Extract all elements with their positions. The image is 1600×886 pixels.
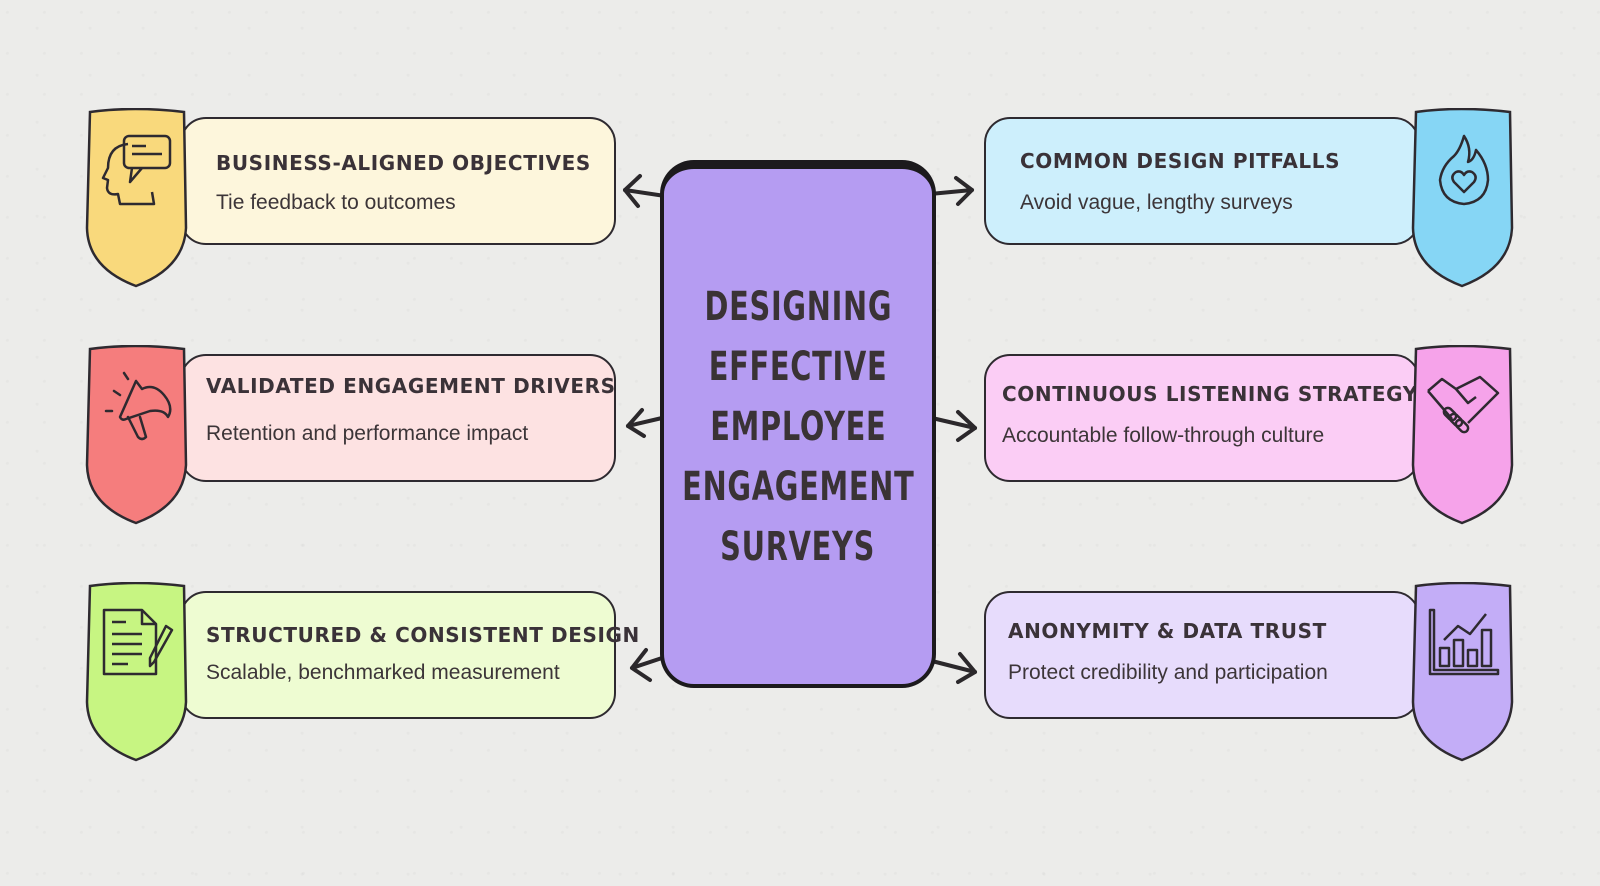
node-business-aligned-objectives: BUSINESS-ALIGNED OBJECTIVES Tie feedback…: [180, 117, 616, 245]
central-title-line: EMPLOYEE: [709, 403, 887, 450]
node-title: STRUCTURED & CONSISTENT DESIGN: [206, 623, 640, 647]
node-continuous-listening-strategy: CONTINUOUS LISTENING STRATEGY Accountabl…: [984, 354, 1420, 482]
node-title: ANONYMITY & DATA TRUST: [1008, 619, 1327, 643]
central-title-line: ENGAGEMENT: [681, 463, 915, 510]
node-title: BUSINESS-ALIGNED OBJECTIVES: [216, 151, 591, 175]
node-subtitle: Avoid vague, lengthy surveys: [1020, 191, 1293, 214]
node-title: VALIDATED ENGAGEMENT DRIVERS: [206, 374, 616, 398]
node-subtitle: Protect credibility and participation: [1008, 661, 1328, 684]
handshake-icon: [1427, 375, 1500, 434]
node-subtitle: Retention and performance impact: [206, 422, 529, 445]
shield-validated: [84, 345, 190, 527]
shield-anonymity: [1410, 582, 1516, 764]
central-title-line: SURVEYS: [720, 523, 876, 570]
node-common-design-pitfalls: COMMON DESIGN PITFALLS Avoid vague, leng…: [984, 117, 1420, 245]
node-title: CONTINUOUS LISTENING STRATEGY: [1002, 382, 1418, 406]
node-subtitle: Tie feedback to outcomes: [216, 191, 456, 214]
node-validated-engagement-drivers: VALIDATED ENGAGEMENT DRIVERS Retention a…: [180, 354, 616, 482]
node-anonymity-data-trust: ANONYMITY & DATA TRUST Protect credibili…: [984, 591, 1420, 719]
node-title: COMMON DESIGN PITFALLS: [1020, 149, 1341, 173]
central-title-line: DESIGNING: [704, 283, 892, 330]
shield-structured: [84, 582, 190, 764]
central-title-line: EFFECTIVE: [708, 343, 888, 390]
central-topic: DESIGNING EFFECTIVE EMPLOYEE ENGAGEMENT …: [660, 160, 936, 688]
head-speech-bubble-icon: [101, 134, 172, 206]
node-subtitle: Scalable, benchmarked measurement: [206, 661, 560, 684]
megaphone-icon: [104, 371, 172, 441]
document-pencil-icon: [102, 608, 174, 676]
node-subtitle: Accountable follow-through culture: [1002, 424, 1325, 447]
shield-pitfalls: [1410, 108, 1516, 290]
shield-listening: [1410, 345, 1516, 527]
flame-heart-icon: [1438, 134, 1490, 206]
shield-business: [84, 108, 190, 290]
bar-chart-trend-icon: [1428, 608, 1500, 676]
node-structured-consistent-design: STRUCTURED & CONSISTENT DESIGN Scalable,…: [180, 591, 639, 719]
